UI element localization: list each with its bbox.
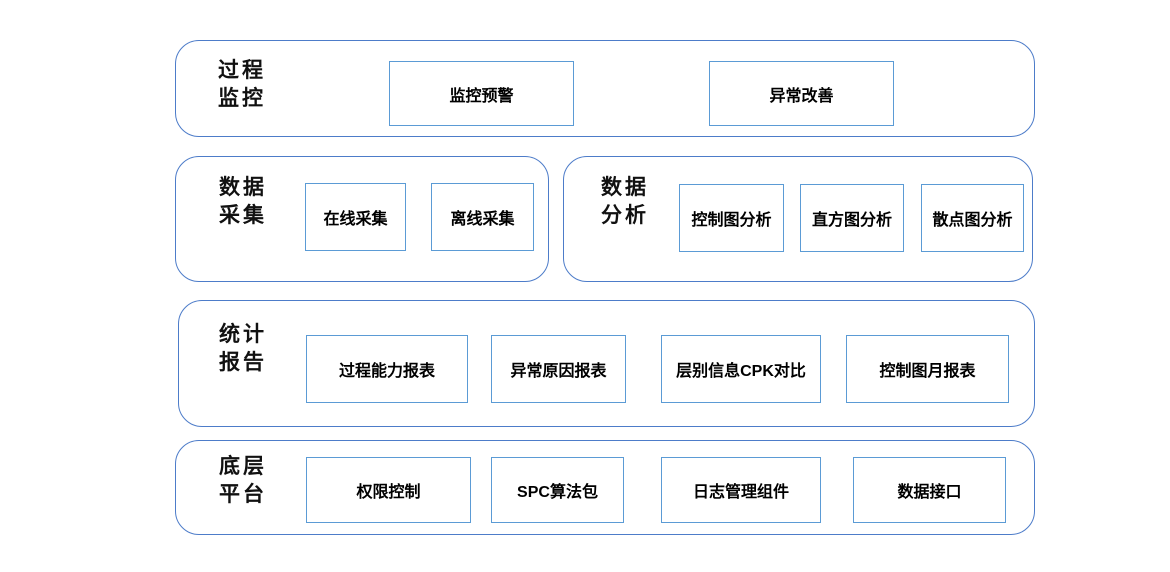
section-label-line: 数据: [601, 175, 649, 199]
section-data-collection: 数据 采集 在线采集 离线采集: [175, 156, 549, 282]
box-stratified-cpk-comparison: 层别信息CPK对比: [661, 335, 821, 403]
section-label-line: 采集: [219, 203, 267, 227]
section-statistical-reports: 统计 报告 过程能力报表 异常原因报表 层别信息CPK对比 控制图月报表: [178, 300, 1035, 427]
section-label-base-platform: 底层 平台: [219, 452, 267, 508]
section-label-line: 分析: [601, 203, 649, 227]
box-control-chart-monthly-report: 控制图月报表: [846, 335, 1009, 403]
section-label-line: 数据: [219, 175, 267, 199]
section-label-process-monitoring: 过程 监控: [218, 56, 266, 112]
box-offline-collection: 离线采集: [431, 183, 534, 251]
section-label-line: 统计: [219, 322, 267, 346]
section-label-data-analysis: 数据 分析: [601, 173, 649, 229]
section-process-monitoring: 过程 监控 监控预警 异常改善: [175, 40, 1035, 137]
box-scatter-plot-analysis: 散点图分析: [921, 184, 1024, 252]
section-label-data-collection: 数据 采集: [219, 173, 267, 229]
box-process-capability-report: 过程能力报表: [306, 335, 468, 403]
section-label-line: 过程: [218, 58, 266, 82]
section-label-line: 底层: [219, 454, 267, 478]
box-histogram-analysis: 直方图分析: [800, 184, 904, 252]
box-permission-control: 权限控制: [306, 457, 471, 523]
section-label-line: 平台: [219, 482, 267, 506]
box-control-chart-analysis: 控制图分析: [679, 184, 784, 252]
section-label-line: 报告: [219, 350, 267, 374]
box-anomaly-cause-report: 异常原因报表: [491, 335, 626, 403]
section-label-statistical-reports: 统计 报告: [219, 320, 267, 376]
section-label-line: 监控: [218, 86, 266, 110]
section-data-analysis: 数据 分析 控制图分析 直方图分析 散点图分析: [563, 156, 1033, 282]
box-anomaly-improvement: 异常改善: [709, 61, 894, 126]
box-data-interface: 数据接口: [853, 457, 1006, 523]
box-monitoring-warning: 监控预警: [389, 61, 574, 126]
box-spc-algorithm-package: SPC算法包: [491, 457, 624, 523]
box-log-management-component: 日志管理组件: [661, 457, 821, 523]
section-base-platform: 底层 平台 权限控制 SPC算法包 日志管理组件 数据接口: [175, 440, 1035, 535]
box-online-collection: 在线采集: [305, 183, 406, 251]
